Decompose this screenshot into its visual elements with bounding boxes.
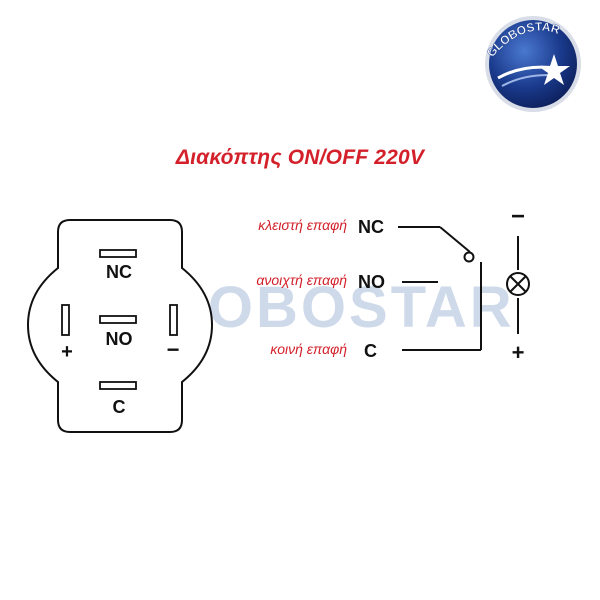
- nc-description: κλειστή επαφή: [258, 217, 347, 233]
- terminal-c-label: C: [113, 397, 126, 417]
- no-description: ανοιχτή επαφή: [256, 272, 347, 288]
- terminal-no-label: NO: [106, 329, 133, 349]
- wiring-lines: [398, 226, 519, 351]
- schematic-c-label: C: [364, 341, 377, 361]
- diagram-title: Διακόπτης ON/OFF 220V: [175, 146, 425, 169]
- lamp-icon: [506, 272, 530, 296]
- lamp-minus-slot: [169, 304, 178, 336]
- lamp-plus-slot: [61, 304, 70, 336]
- switch-contact: [463, 251, 475, 263]
- switch-plus-label: +: [61, 341, 73, 363]
- schematic-no-label: NO: [358, 272, 385, 292]
- terminal-no-slot: [99, 315, 137, 324]
- lamp-plus-label: +: [512, 340, 525, 365]
- c-description: κοινή επαφή: [270, 341, 347, 357]
- terminal-c-slot: [99, 381, 137, 390]
- terminal-nc-slot: [99, 249, 137, 258]
- lamp-minus-label: −: [511, 203, 525, 230]
- globostar-logo: GLOBOSTAR: [484, 16, 581, 112]
- switch-body-outline: [26, 219, 214, 433]
- schematic-nc-label: NC: [358, 217, 384, 237]
- terminal-nc-label: NC: [106, 262, 132, 282]
- switch-minus-label: −: [167, 337, 180, 362]
- star-icon: [538, 54, 570, 85]
